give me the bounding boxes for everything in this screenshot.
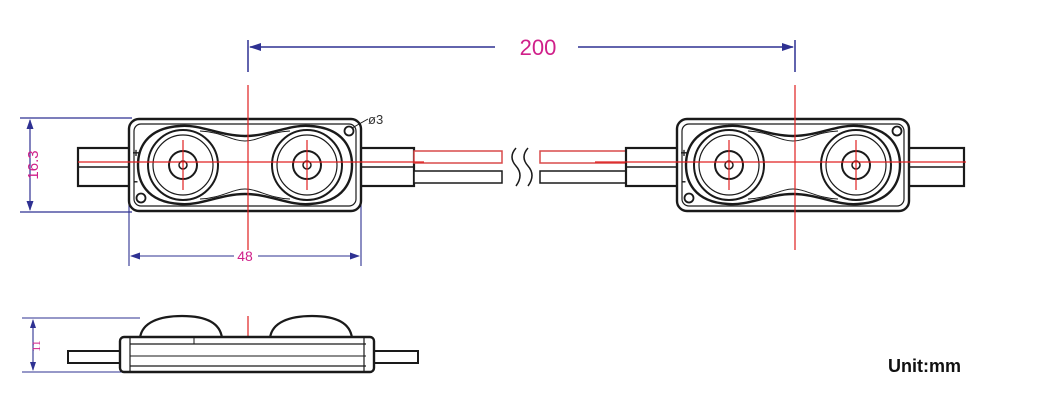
module-body-inner — [681, 123, 905, 207]
red-wire-left — [413, 150, 503, 164]
side-body — [118, 335, 376, 374]
polarity-negative: - — [682, 174, 686, 188]
black-wire-right — [539, 170, 627, 184]
side-wire-left — [67, 350, 123, 364]
mounting-hole-top — [343, 125, 355, 137]
left-cable-sleeve — [624, 146, 682, 188]
side-lens-dome-right — [268, 314, 354, 340]
lens-housing — [684, 124, 902, 206]
polarity-positive: + — [132, 146, 139, 160]
center-lines — [78, 85, 966, 346]
led-module-right: + - — [624, 117, 966, 213]
side-wire-right — [371, 350, 419, 364]
width-dimension-label: 48 — [237, 248, 253, 264]
side-height-label: 11 — [29, 340, 43, 352]
lens-housing — [136, 124, 354, 206]
mounting-hole-top — [891, 125, 903, 137]
hole-diameter-label: ø3 — [368, 112, 383, 127]
hole-leader-line — [351, 118, 369, 129]
led-module-left: + - — [76, 117, 416, 213]
side-view-dimension — [22, 317, 140, 373]
right-cable-sleeve — [904, 146, 966, 188]
mounting-hole-bottom — [683, 192, 695, 204]
led-module-side-view — [67, 314, 419, 374]
unit-label: Unit:mm — [888, 356, 961, 376]
black-wire-left — [413, 170, 503, 184]
lens-left — [147, 129, 219, 201]
polarity-positive: + — [680, 146, 687, 160]
wave-break-icon — [511, 147, 533, 187]
height-dimension — [20, 117, 132, 213]
module-body-inner — [133, 123, 357, 207]
spacing-dimension — [247, 40, 796, 72]
spacing-dimension-label: 200 — [520, 35, 557, 60]
polarity-negative: - — [134, 174, 138, 188]
red-wire-right — [539, 150, 627, 164]
height-dimension-label: 16.3 — [25, 150, 42, 179]
left-cable-sleeve — [76, 146, 136, 188]
side-lens-dome-left — [138, 314, 224, 340]
mounting-hole-bottom — [135, 192, 147, 204]
width-dimension — [128, 200, 362, 266]
right-cable-sleeve — [356, 146, 416, 188]
